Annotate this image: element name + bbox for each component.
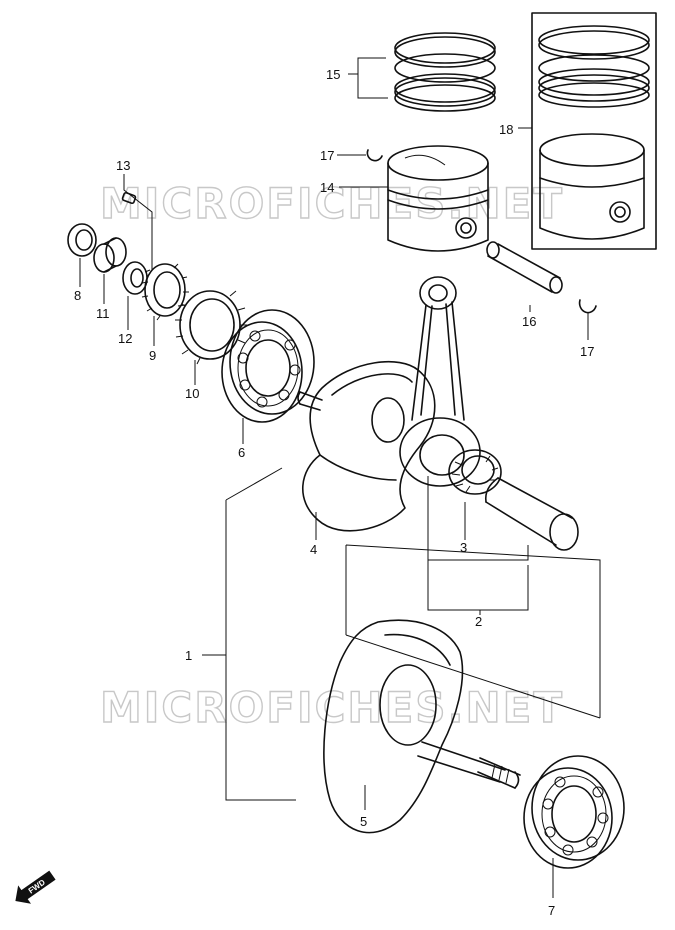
label-1: 1: [185, 648, 192, 663]
label-13: 13: [116, 158, 130, 173]
part-labels: 1 2 3 4 5 6 7 8 9 10 11 12 13 14 15 16 1…: [74, 67, 594, 918]
label-7: 7: [548, 903, 555, 918]
label-17-upper: 17: [320, 148, 334, 163]
small-gear: [141, 263, 189, 321]
label-2: 2: [475, 614, 482, 629]
label-15: 15: [326, 67, 340, 82]
label-11: 11: [96, 306, 110, 321]
circlip-lower: [578, 299, 597, 314]
piston-set: [538, 25, 650, 240]
watermark-top: MICROFICHES.NET: [100, 179, 564, 228]
label-10: 10: [185, 386, 199, 401]
connecting-rod: [399, 276, 481, 487]
watermark-bottom: MICROFICHES.NET: [100, 683, 564, 732]
crankpin-bearing: [448, 449, 502, 495]
crankshaft-right-half: [323, 619, 521, 834]
oil-seal: [67, 223, 97, 257]
leader-lines: [79, 57, 601, 898]
circlip-upper: [366, 149, 383, 162]
crank-pin: [484, 477, 579, 551]
large-gear: [175, 290, 247, 365]
spacer: [93, 237, 127, 273]
label-5: 5: [360, 814, 367, 829]
label-17-lower: 17: [580, 344, 594, 359]
piston: [387, 145, 489, 252]
fwd-arrow-icon: FWD: [15, 870, 56, 904]
crankshaft-left-half: [297, 360, 436, 532]
label-4: 4: [310, 542, 317, 557]
main-bearing-right: [523, 755, 625, 869]
piston-ring-set: [394, 32, 496, 112]
label-18: 18: [499, 122, 513, 137]
label-6: 6: [238, 445, 245, 460]
label-16: 16: [522, 314, 536, 329]
washer: [122, 261, 148, 295]
dowel-pin: [121, 191, 137, 205]
label-14: 14: [320, 180, 334, 195]
label-3: 3: [460, 540, 467, 555]
piston-pin: [486, 241, 563, 294]
label-9: 9: [149, 348, 156, 363]
piston-set-box: [531, 12, 657, 250]
label-12: 12: [118, 331, 132, 346]
label-8: 8: [74, 288, 81, 303]
main-bearing-left: [221, 309, 315, 423]
